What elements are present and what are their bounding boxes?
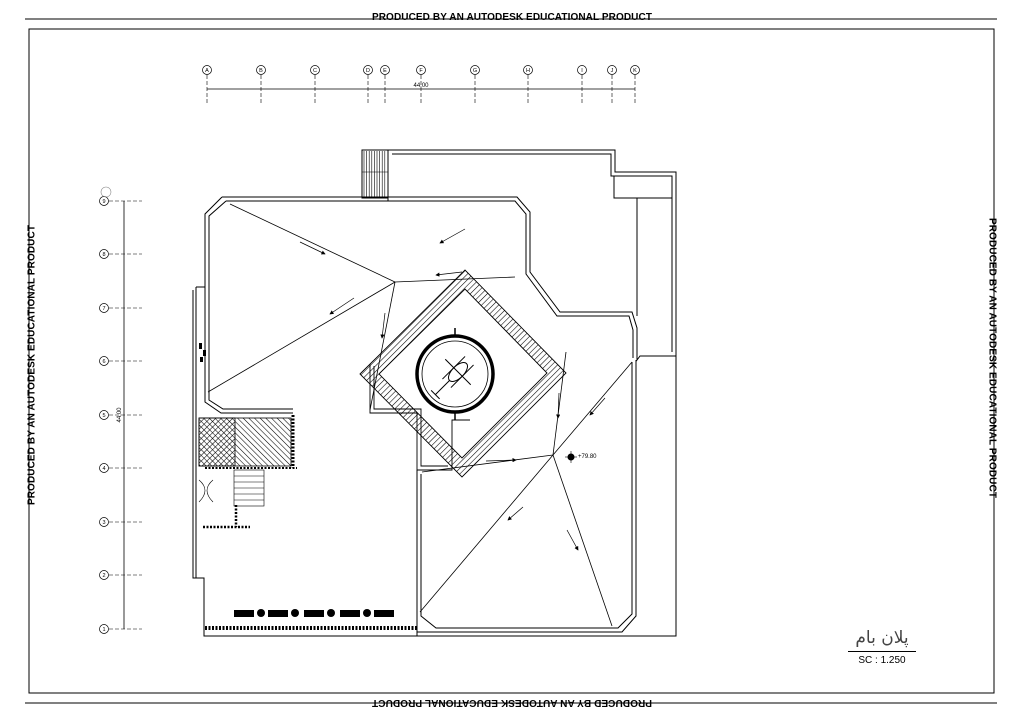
left-annotation-marks (199, 343, 206, 362)
column-bubble (577, 65, 587, 75)
row-label: 7 (102, 306, 105, 312)
column-bubble (416, 65, 426, 75)
row-label: 8 (102, 252, 105, 258)
column-label: G (473, 68, 477, 74)
row-bubble (99, 410, 109, 420)
overall-width-dimension: 44.00 (413, 83, 429, 89)
level-label: +79.80 (578, 454, 597, 460)
north-marker (100, 186, 112, 198)
helipad-platform (359, 269, 567, 478)
slope-arrows (299, 228, 606, 551)
rooftop-planters (205, 609, 418, 630)
column-bubble (523, 65, 533, 75)
column-label: I (581, 68, 583, 74)
column-label: F (419, 68, 423, 74)
row-bubble (99, 303, 109, 313)
title-underline (848, 651, 916, 652)
plan-title: پلان بام (855, 628, 909, 648)
drawing-title-block: پلان بام SC : 1.250 (842, 628, 922, 666)
row-label: 3 (102, 520, 105, 526)
column-label: C (313, 68, 317, 74)
column-label: E (383, 68, 387, 74)
column-bubble (607, 65, 617, 75)
column-grid: A B C D E F G H I J K (202, 65, 640, 105)
watermark-top: PRODUCED BY AN AUTODESK EDUCATIONAL PROD… (371, 12, 653, 23)
row-label: 1 (102, 627, 105, 633)
row-label: 5 (102, 413, 105, 419)
column-bubble (470, 65, 480, 75)
roof-slope-lines (207, 203, 633, 627)
row-bubble (99, 463, 109, 473)
side-stairs (198, 469, 265, 529)
column-bubble (202, 65, 212, 75)
sheet-border (25, 18, 997, 704)
column-label: H (526, 68, 530, 74)
column-label: D (366, 68, 370, 74)
column-label: B (259, 68, 263, 74)
hatched-terrace (198, 415, 297, 469)
level-mark (565, 451, 577, 463)
row-bubble (99, 624, 109, 634)
column-label: K (633, 68, 637, 74)
row-label: 9 (102, 199, 105, 205)
row-bubble (99, 356, 109, 366)
row-label: 2 (102, 573, 105, 579)
column-bubble (363, 65, 373, 75)
row-bubble (99, 570, 109, 580)
column-label: J (611, 68, 614, 74)
overall-height-dimension: 44.00 (117, 407, 123, 423)
column-bubble (380, 65, 390, 75)
scale-label: SC : 1.250 (858, 655, 906, 666)
stair-treads (362, 151, 388, 197)
column-bubble (630, 65, 640, 75)
helicopter-icon (430, 356, 474, 400)
row-bubble (99, 249, 109, 259)
building-outline (192, 149, 677, 637)
row-grid: 9 8 7 6 5 4 3 2 1 (99, 196, 142, 634)
row-label: 4 (102, 466, 105, 472)
column-bubble (310, 65, 320, 75)
row-bubble (99, 517, 109, 527)
row-label: 6 (102, 359, 105, 365)
column-label: A (205, 68, 209, 74)
column-bubble (256, 65, 266, 75)
